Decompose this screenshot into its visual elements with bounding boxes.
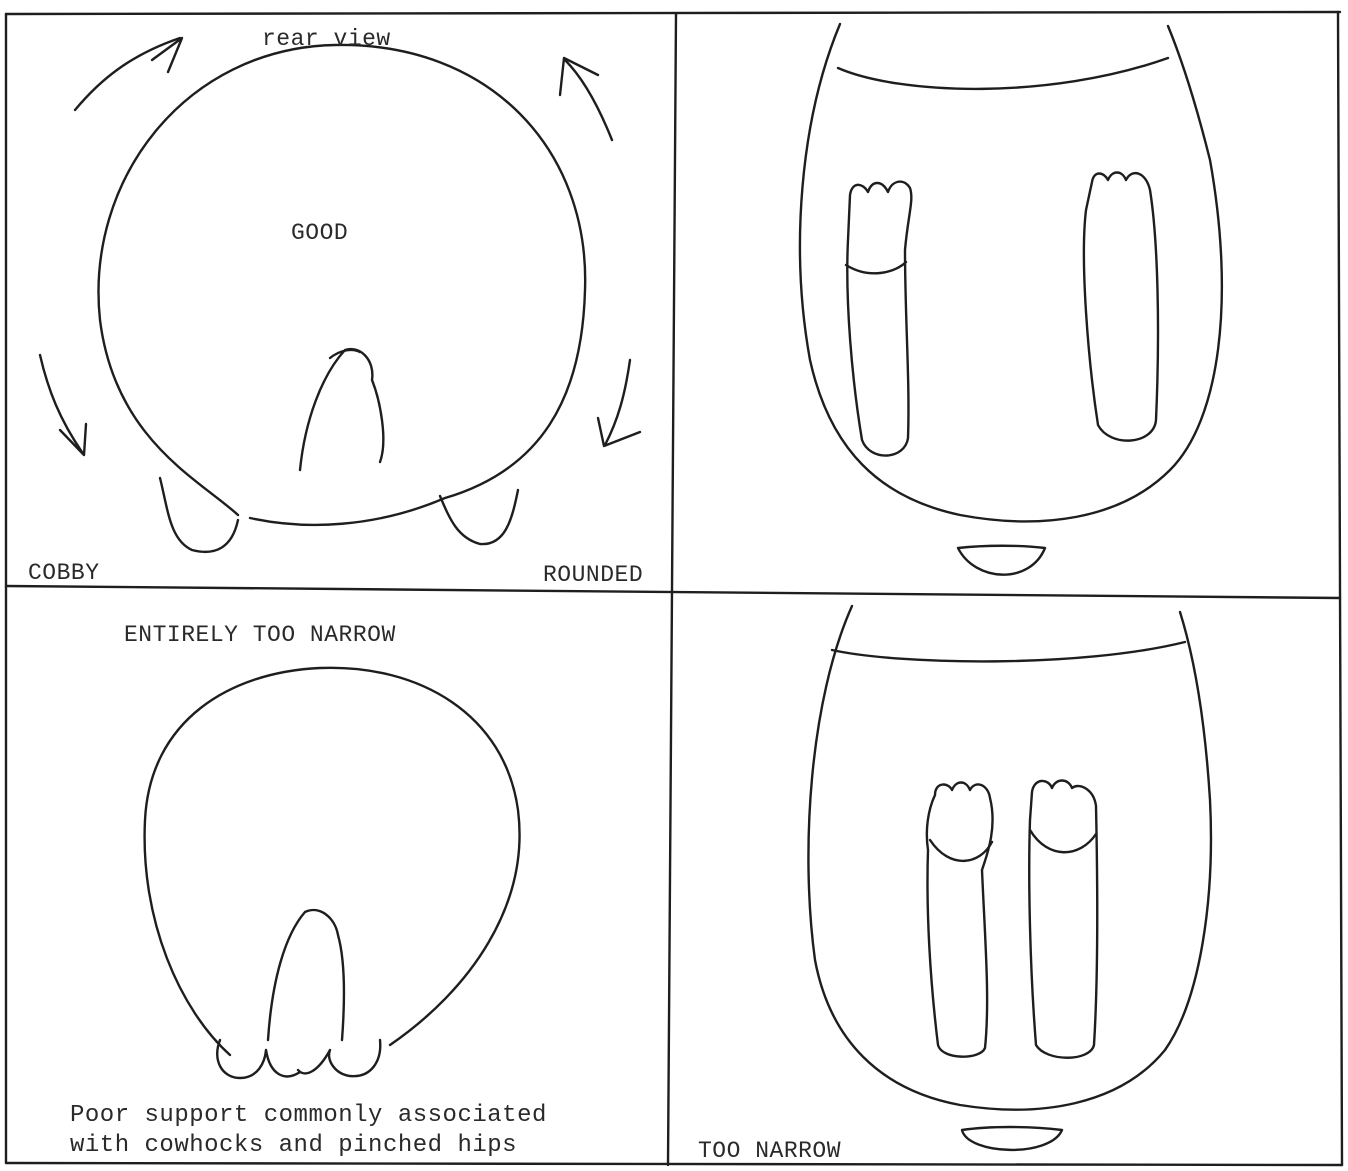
narrow-udder-outline — [808, 606, 1211, 1150]
narrow-rear-view-outline — [145, 668, 520, 1078]
rear-view-heading: rear view — [262, 26, 391, 52]
good-udder-left-teat — [846, 182, 911, 456]
narrow-tail — [268, 910, 344, 1040]
rounded-arrows — [40, 38, 640, 455]
good-rear-view-outline — [99, 45, 586, 552]
good-tail — [300, 349, 383, 470]
rounded-label: ROUNDED — [543, 562, 643, 588]
cobby-label: COBBY — [28, 560, 100, 586]
panel-grid — [6, 12, 1342, 1165]
poor-support-caption-line2: with cowhocks and pinched hips — [70, 1131, 517, 1161]
good-udder-right-teat — [1084, 173, 1158, 441]
entirely-too-narrow-heading: ENTIRELY TOO NARROW — [124, 622, 396, 648]
poor-support-caption-line1: Poor support commonly associated — [70, 1101, 547, 1131]
good-label: GOOD — [291, 220, 348, 246]
narrow-udder-right-teat — [1029, 781, 1097, 1058]
narrow-udder-left-teat — [927, 783, 993, 1057]
too-narrow-label: TOO NARROW — [698, 1138, 841, 1164]
